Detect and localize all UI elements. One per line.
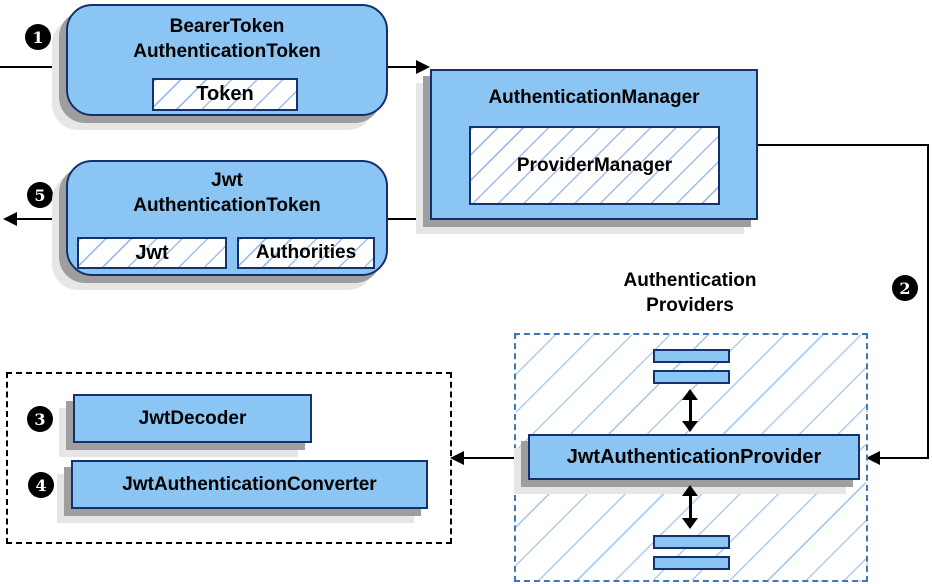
step-2-badge: 2 xyxy=(892,275,918,301)
jwt-decoder-label: JwtDecoder xyxy=(138,407,247,429)
arrowhead-left-icon xyxy=(866,451,880,465)
authentication-manager-box: AuthenticationManager ProviderManager xyxy=(430,69,758,220)
bearer-token-title-line1: BearerToken xyxy=(169,16,285,37)
jwt-authentication-provider-label: JwtAuthenticationProvider xyxy=(566,445,822,468)
provider-placeholder-bar xyxy=(653,535,730,549)
authorities-chip: Authorities xyxy=(237,237,375,269)
flow-line-manager-right xyxy=(756,144,929,146)
decoder-converter-group xyxy=(6,372,452,544)
provider-manager-chip: ProviderManager xyxy=(469,126,720,205)
flow-line-jwt-out xyxy=(15,218,66,220)
token-chip-label: Token xyxy=(196,83,254,105)
provider-manager-label: ProviderManager xyxy=(516,154,673,176)
arrowhead-up-icon xyxy=(682,485,698,496)
flow-line-request-in xyxy=(0,66,66,68)
jwt-authentication-provider-box: JwtAuthenticationProvider xyxy=(528,434,860,480)
provider-placeholder-bar xyxy=(653,370,730,384)
flow-line-provider-to-decoder-group xyxy=(464,457,528,459)
jwt-token-title-line1: Jwt xyxy=(211,170,243,191)
authentication-manager-title: AuthenticationManager xyxy=(488,87,700,108)
jwt-decoder-box: JwtDecoder xyxy=(73,394,312,443)
jwt-authentication-converter-box: JwtAuthenticationConverter xyxy=(71,460,428,509)
arrowhead-left-icon xyxy=(450,451,464,465)
jwt-authentication-converter-label: JwtAuthenticationConverter xyxy=(122,473,377,495)
arrowhead-up-icon xyxy=(682,389,698,400)
arrowhead-left-icon xyxy=(3,212,17,226)
step-5-badge: 5 xyxy=(27,182,53,208)
arrow-stem xyxy=(688,400,692,421)
step-2-number: 2 xyxy=(899,278,911,298)
jwt-token-title-line2: AuthenticationToken xyxy=(133,195,321,216)
step-4-number: 4 xyxy=(35,475,47,495)
jwt-chip-label: Jwt xyxy=(135,241,169,264)
arrow-stem xyxy=(688,496,692,518)
flow-line-down-right-edge xyxy=(927,144,929,459)
flow-line-manager-to-jwt xyxy=(388,218,430,220)
step-5-number: 5 xyxy=(34,185,46,205)
provider-placeholder-bar xyxy=(653,556,730,570)
arrowhead-right-icon xyxy=(416,60,430,74)
flow-line-bearer-to-manager xyxy=(388,66,416,68)
token-chip: Token xyxy=(152,78,298,111)
step-3-badge: 3 xyxy=(27,406,53,432)
providers-label-line1: Authentication xyxy=(623,270,757,291)
arrowhead-down-icon xyxy=(682,421,698,432)
jwt-chip: Jwt xyxy=(77,237,227,269)
flow-line-into-provider xyxy=(880,457,929,459)
bidirectional-arrow-icon xyxy=(682,485,698,529)
bidirectional-arrow-icon xyxy=(682,389,698,432)
step-4-badge: 4 xyxy=(28,472,54,498)
provider-placeholder-bar xyxy=(653,349,730,363)
step-1-number: 1 xyxy=(32,27,44,47)
bearer-token-title-line2: AuthenticationToken xyxy=(133,41,321,62)
step-3-number: 3 xyxy=(34,409,46,429)
authorities-chip-label: Authorities xyxy=(255,242,357,263)
providers-label-line2: Providers xyxy=(646,295,734,316)
step-1-badge: 1 xyxy=(25,24,51,50)
arrowhead-down-icon xyxy=(682,518,698,529)
